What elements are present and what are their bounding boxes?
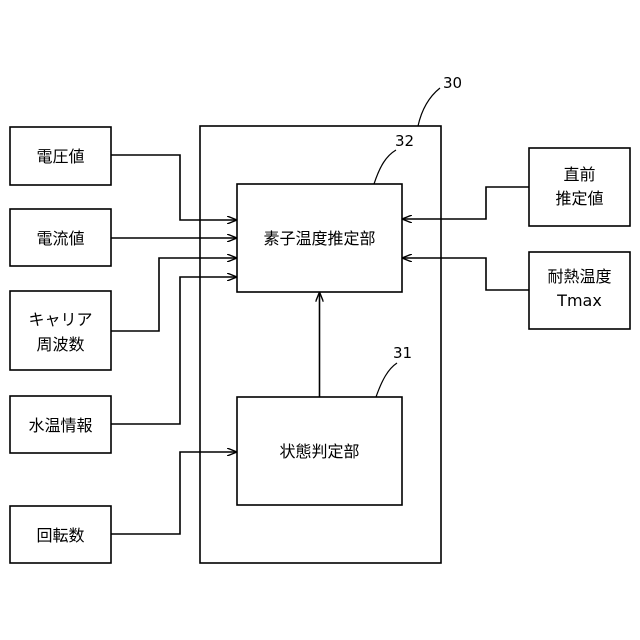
carrier-input-label-line2: 周波数	[36, 335, 84, 354]
previous-estimate-box	[529, 148, 630, 226]
estimator-label: 素子温度推定部	[263, 229, 375, 248]
current-input-label: 電流値	[36, 229, 84, 248]
state-judge-ref-label: 31	[393, 344, 412, 362]
rotation-input-label: 回転数	[36, 526, 84, 545]
previous-estimate-label-line2: 推定値	[555, 189, 603, 208]
controller-ref-label: 30	[443, 74, 462, 92]
state-judge-label: 状態判定部	[279, 442, 359, 461]
heat-limit-label-line2: Tmax	[556, 291, 602, 310]
carrier-input-label-line1: キャリア	[28, 310, 92, 329]
estimator-ref-label: 32	[395, 132, 414, 150]
voltage-input-label: 電圧値	[36, 147, 84, 166]
controller-ref-leader	[418, 88, 440, 126]
previous-estimate-label-line1: 直前	[563, 165, 595, 184]
carrier-input-box	[10, 291, 111, 370]
water-temp-input-label: 水温情報	[28, 416, 92, 435]
heat-limit-label-line1: 耐熱温度	[547, 267, 611, 286]
